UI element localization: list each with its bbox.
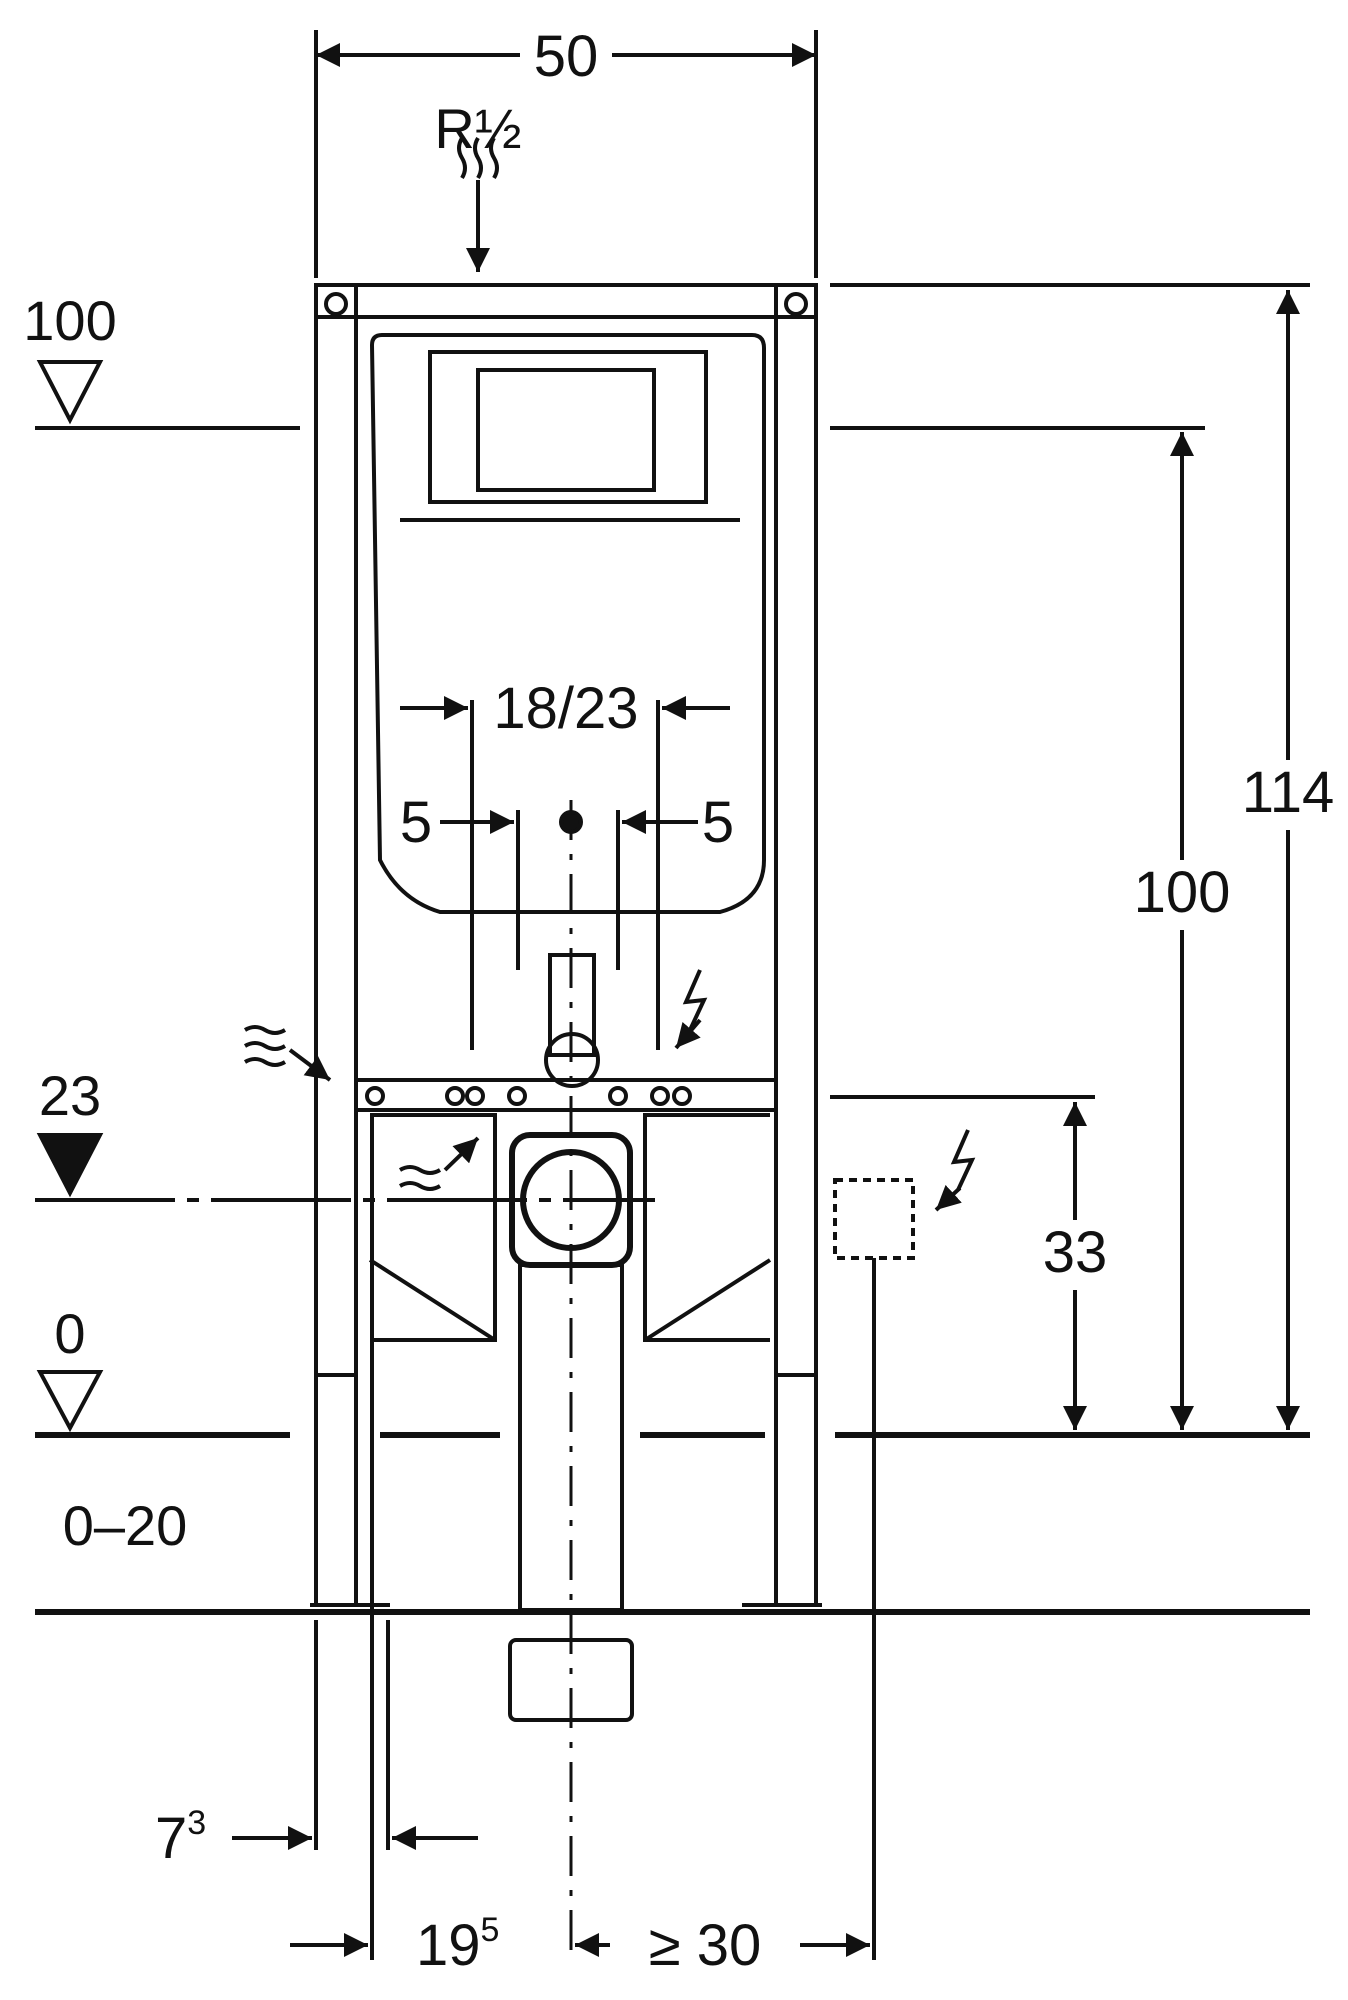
- frame-top-rail: [314, 283, 818, 319]
- mounting-hole: [650, 1086, 670, 1106]
- mounting-hole: [465, 1086, 485, 1106]
- level-label-floor-range: 0–20: [63, 1494, 188, 1557]
- dimension-label-width: 50: [534, 24, 599, 89]
- level-label-0: 0: [54, 1302, 85, 1365]
- flush-plate-window: [476, 368, 656, 492]
- dimension-label-spacing: 18/23: [493, 676, 638, 741]
- bracket-brace: [643, 1258, 772, 1342]
- level-marker-icon: [36, 1370, 104, 1433]
- mounting-hole: [672, 1086, 692, 1106]
- frame-foot-left: [314, 1373, 358, 1607]
- dimension-label-left-offset: 73: [155, 1804, 206, 1871]
- lower-bracket-left: [370, 1113, 497, 1342]
- frame-bolt: [784, 292, 808, 316]
- frame-right-upright: [774, 283, 818, 1377]
- dimension-label-outlet-height: 33: [1043, 1220, 1108, 1285]
- water-supply-icon: [398, 1165, 442, 1175]
- dimension-label-offset-left: 5: [400, 790, 432, 855]
- center-point: [559, 810, 583, 834]
- dimension-exponent: 3: [187, 1804, 206, 1842]
- dimension-label-min-clearance: ≥ 30: [649, 1913, 761, 1978]
- water-supply-icon: [398, 1181, 442, 1191]
- dimension-label-flush-height: 100: [1134, 860, 1231, 925]
- electric-connection-icon: [950, 1129, 976, 1191]
- supply-arrow: [443, 1136, 480, 1172]
- water-supply-icon: [243, 1057, 287, 1067]
- dimension-base: 19: [416, 1913, 481, 1978]
- electric-arrow: [934, 1184, 962, 1212]
- supply-connection-label: R½: [434, 97, 521, 160]
- water-supply-icon: [243, 1025, 287, 1035]
- cistern-body: [369, 333, 766, 914]
- frame-foot-right: [774, 1373, 818, 1607]
- level-label-100: 100: [23, 289, 116, 352]
- dimension-label-total-height: 114: [1242, 760, 1334, 825]
- dimension-base: 7: [155, 1806, 187, 1871]
- dimension-label-pipe-offset: 195: [416, 1911, 499, 1978]
- water-supply-icon: [243, 1041, 287, 1051]
- flush-plate-opening: [428, 350, 708, 504]
- mounting-hole: [608, 1086, 628, 1106]
- supply-arrow: [288, 1048, 332, 1082]
- water-supply-icon: [489, 136, 499, 180]
- mounting-hole: [507, 1086, 527, 1106]
- frame-left-upright: [314, 283, 358, 1377]
- water-supply-icon: [473, 136, 483, 180]
- electric-connection-icon: [682, 969, 708, 1031]
- dimension-label-offset-right: 5: [702, 790, 734, 855]
- mounting-hole: [445, 1086, 465, 1106]
- mounting-hole: [365, 1086, 385, 1106]
- frame-bolt: [324, 292, 348, 316]
- frame-cross-rail: [354, 1078, 778, 1112]
- water-supply-icon: [457, 136, 467, 180]
- bracket-brace: [368, 1258, 497, 1342]
- level-marker-icon: [36, 1133, 104, 1198]
- dimension-exponent: 5: [481, 1911, 500, 1949]
- lower-bracket-right: [643, 1113, 770, 1342]
- level-marker-icon: [36, 360, 104, 425]
- level-label-23: 23: [39, 1064, 101, 1127]
- electrical-box: [833, 1178, 915, 1260]
- electric-arrow: [674, 1018, 702, 1050]
